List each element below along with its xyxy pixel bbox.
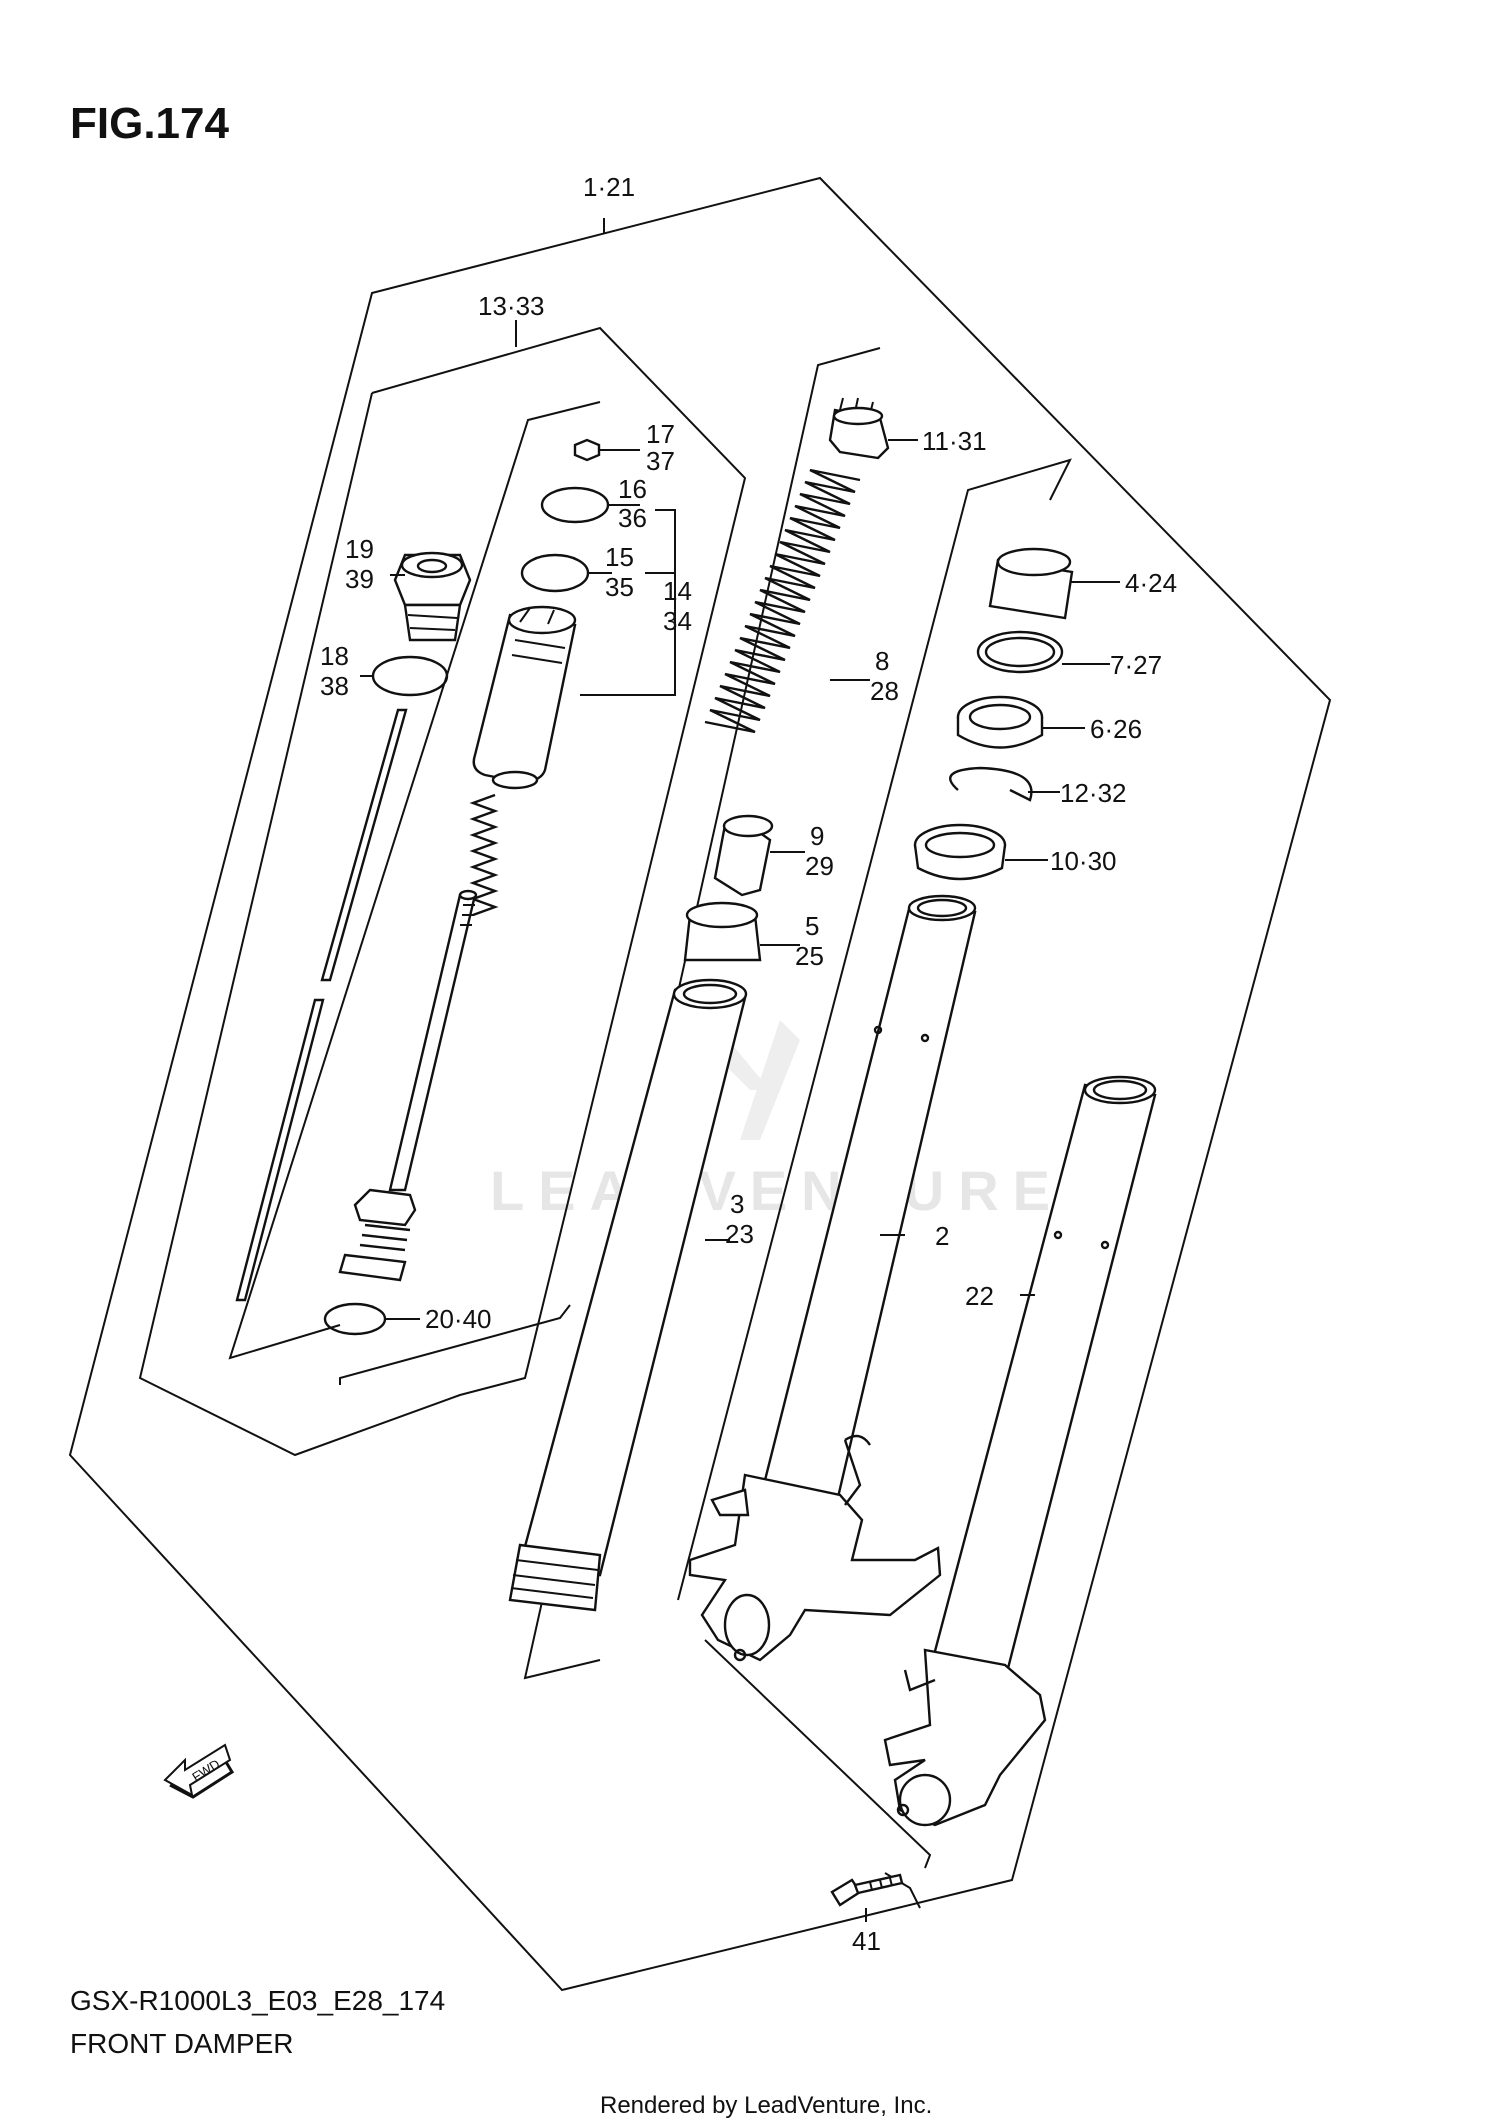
callout-13-33: 13·33 bbox=[478, 291, 545, 321]
part-2-outer-tube bbox=[688, 894, 977, 1662]
fwd-arrow-icon: FWD bbox=[163, 1743, 235, 1799]
callout-5: 5 bbox=[805, 911, 819, 941]
callout-19: 19 bbox=[345, 534, 374, 564]
part-17-nut bbox=[573, 438, 640, 462]
inner-outline-lower bbox=[339, 1304, 571, 1385]
part-41-bolt bbox=[830, 1873, 904, 1922]
part-damper-rod-valve bbox=[338, 889, 478, 1282]
part-20-ring bbox=[323, 1302, 387, 1336]
figure-title: FIG.174 bbox=[70, 99, 229, 148]
callout-1-21: 1·21 bbox=[583, 172, 635, 202]
assembly-outline-13-33 bbox=[138, 326, 747, 1457]
callout-25: 25 bbox=[795, 941, 824, 971]
callout-29: 29 bbox=[805, 851, 834, 881]
callout-10-30: 10·30 bbox=[1050, 846, 1117, 876]
section-name: FRONT DAMPER bbox=[70, 2028, 294, 2059]
callout-34: 34 bbox=[663, 606, 692, 636]
part-8-fork-spring bbox=[704, 468, 870, 734]
watermark-text: LEADVENTURE bbox=[490, 1159, 1064, 1222]
part-15-o-ring bbox=[520, 553, 590, 593]
part-16-o-ring bbox=[540, 486, 610, 524]
part-7-washer bbox=[976, 630, 1064, 674]
part-3-inner-tube bbox=[508, 978, 748, 1612]
callout-2: 2 bbox=[935, 1221, 949, 1251]
outline-bolt-41 bbox=[704, 1639, 932, 1869]
part-11-spring-spacer bbox=[828, 397, 918, 460]
callout-17: 17 bbox=[646, 419, 675, 449]
callout-14: 14 bbox=[663, 576, 692, 606]
callout-12-32: 12·32 bbox=[1060, 778, 1127, 808]
callout-20-40: 20·40 bbox=[425, 1304, 492, 1334]
callout-22: 22 bbox=[965, 1281, 994, 1311]
callout-7-27: 7·27 bbox=[1110, 650, 1162, 680]
part-small-spring bbox=[469, 793, 499, 917]
callout-36: 36 bbox=[618, 503, 647, 533]
callout-28: 28 bbox=[870, 676, 899, 706]
callout-37: 37 bbox=[646, 446, 675, 476]
callout-35: 35 bbox=[605, 572, 634, 602]
callout-15: 15 bbox=[605, 542, 634, 572]
part-6-oil-seal bbox=[956, 695, 1085, 749]
part-19-cap-bolt bbox=[393, 551, 472, 642]
callout-39: 39 bbox=[345, 564, 374, 594]
assembly-outline-1-21 bbox=[68, 176, 1332, 1992]
part-18-o-ring bbox=[371, 655, 449, 697]
part-9-adjuster-nut bbox=[713, 814, 805, 897]
watermark-logo: LEADVENTURE bbox=[490, 1020, 1064, 1222]
callout-4-24: 4·24 bbox=[1125, 568, 1177, 598]
part-22-outer-tube bbox=[883, 1075, 1157, 1827]
callout-38: 38 bbox=[320, 671, 349, 701]
part-4-bushing bbox=[988, 547, 1120, 620]
damper-rod-pipe bbox=[235, 708, 408, 1302]
inner-outline-bushing-group bbox=[677, 458, 1072, 1601]
callout-3: 3 bbox=[730, 1189, 744, 1219]
callout-6-26: 6·26 bbox=[1090, 714, 1142, 744]
part-12-stopper-ring bbox=[949, 766, 1060, 802]
callout-9: 9 bbox=[810, 821, 824, 851]
callout-18: 18 bbox=[320, 641, 349, 671]
part-5-bushing bbox=[683, 901, 800, 962]
callout-23: 23 bbox=[725, 1219, 754, 1249]
credit-text: Rendered by LeadVenture, Inc. bbox=[600, 2092, 932, 2119]
model-code: GSX-R1000L3_E03_E28_174 bbox=[70, 1985, 445, 2016]
callout-11-31: 11·31 bbox=[922, 426, 987, 456]
callout-16: 16 bbox=[618, 474, 647, 504]
callout-8: 8 bbox=[875, 646, 889, 676]
callout-41: 41 bbox=[852, 1926, 881, 1956]
part-14-cartridge-cylinder bbox=[472, 605, 577, 790]
part-10-dust-seal bbox=[913, 823, 1048, 881]
inner-outline-cartridge bbox=[228, 401, 601, 1360]
